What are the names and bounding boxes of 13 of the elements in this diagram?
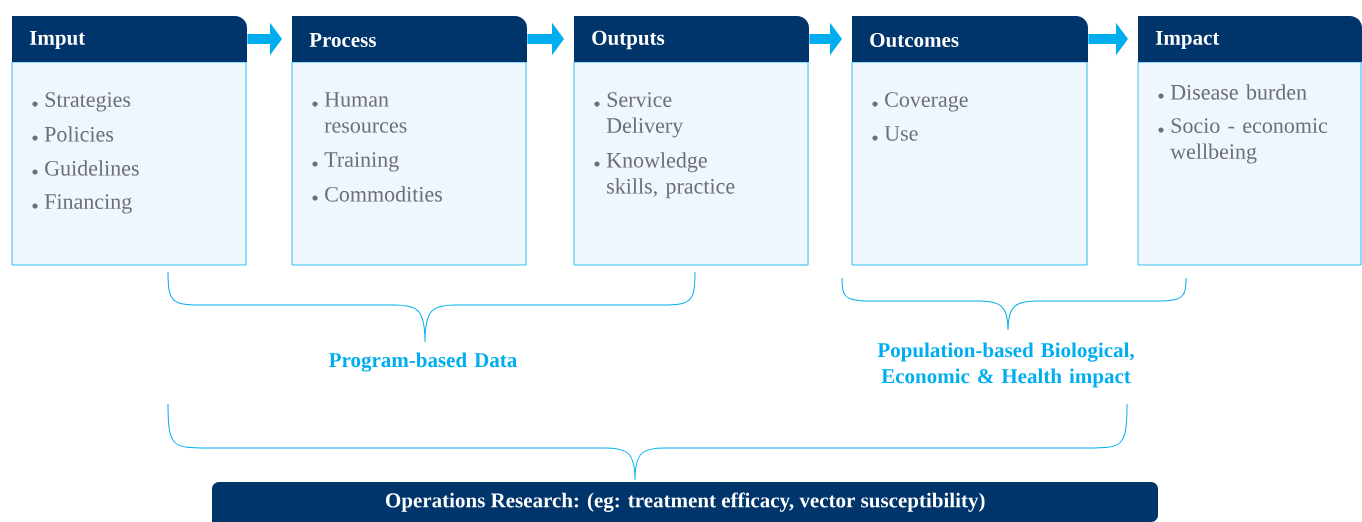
node-label: Imput [29, 30, 86, 50]
stage-box: Outcomes Coverage Use [851, 16, 1088, 266]
stage-box: Outputs Service Delivery Knowledge skills, practice [573, 16, 809, 266]
node-label: Outcomes [870, 32, 959, 48]
research-bar: Operations Research: (eg: treatment efficacy, vector susceptibility) [212, 482, 1158, 522]
brace-label: Program-based Data [329, 352, 517, 372]
brace-label: Population-based Biological, Economic & Health impact [877, 342, 1134, 388]
node-label: Process [309, 33, 376, 47]
stage-box: Imput Strategies Policies Guidelines Financing [11, 16, 247, 266]
node-label: Outputs [592, 30, 665, 50]
node-label: Impact [1155, 30, 1220, 50]
stage-box: Impact Disease burden Socio - economic wellbeing [1137, 16, 1362, 266]
stage-box: Process Human resources Training Commodities [291, 16, 527, 266]
